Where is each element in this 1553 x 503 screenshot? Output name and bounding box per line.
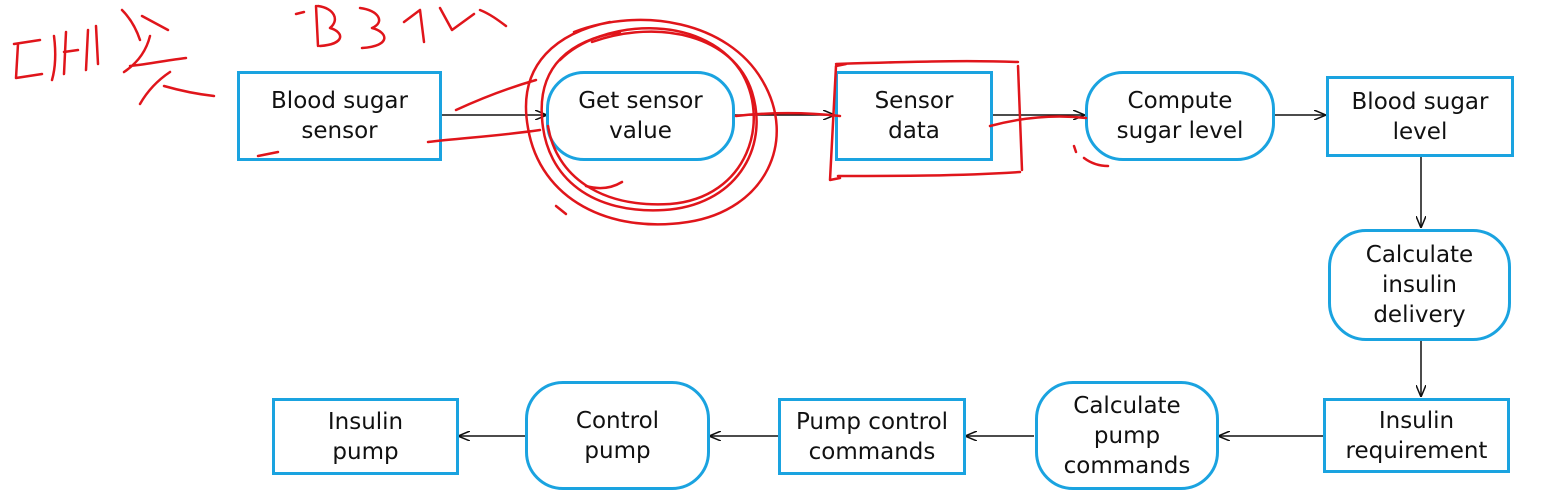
node-label: Blood sugar level	[1351, 88, 1489, 145]
node-sensor-data: Sensor data	[835, 71, 993, 161]
node-label: Compute sugar level	[1116, 88, 1244, 144]
node-label: Get sensor value	[578, 88, 703, 144]
node-label: Control pump	[575, 407, 660, 464]
node-pump-control-commands: Pump control commands	[778, 398, 966, 475]
node-label: Calculate pump commands	[1063, 392, 1191, 479]
node-insulin-pump: Insulin pump	[272, 398, 459, 475]
node-blood-sugar-sensor: Blood sugar sensor	[237, 71, 442, 161]
node-calculate-pump-commands: Calculate pump commands	[1035, 381, 1219, 490]
handwritten-stroke	[554, 180, 624, 216]
node-label: Pump control commands	[795, 408, 949, 465]
node-label: Calculate insulin delivery	[1365, 242, 1474, 328]
node-blood-sugar-level: Blood sugar level	[1326, 76, 1514, 157]
node-get-sensor-value: Get sensor value	[546, 71, 735, 161]
node-label: Insulin pump	[327, 408, 404, 465]
node-label: Blood sugar sensor	[271, 88, 408, 144]
node-label: Insulin requirement	[1345, 407, 1488, 464]
handwritten-stroke	[734, 111, 842, 118]
node-control-pump: Control pump	[525, 381, 710, 490]
handwritten-scribble	[294, 4, 508, 50]
node-calculate-insulin-delivery: Calculate insulin delivery	[1328, 229, 1511, 341]
handwritten-scribble	[120, 8, 216, 106]
handwritten-scribble	[12, 24, 100, 82]
node-compute-sugar-level: Compute sugar level	[1085, 71, 1275, 161]
node-insulin-requirement: Insulin requirement	[1323, 398, 1510, 473]
node-label: Sensor data	[874, 88, 954, 144]
